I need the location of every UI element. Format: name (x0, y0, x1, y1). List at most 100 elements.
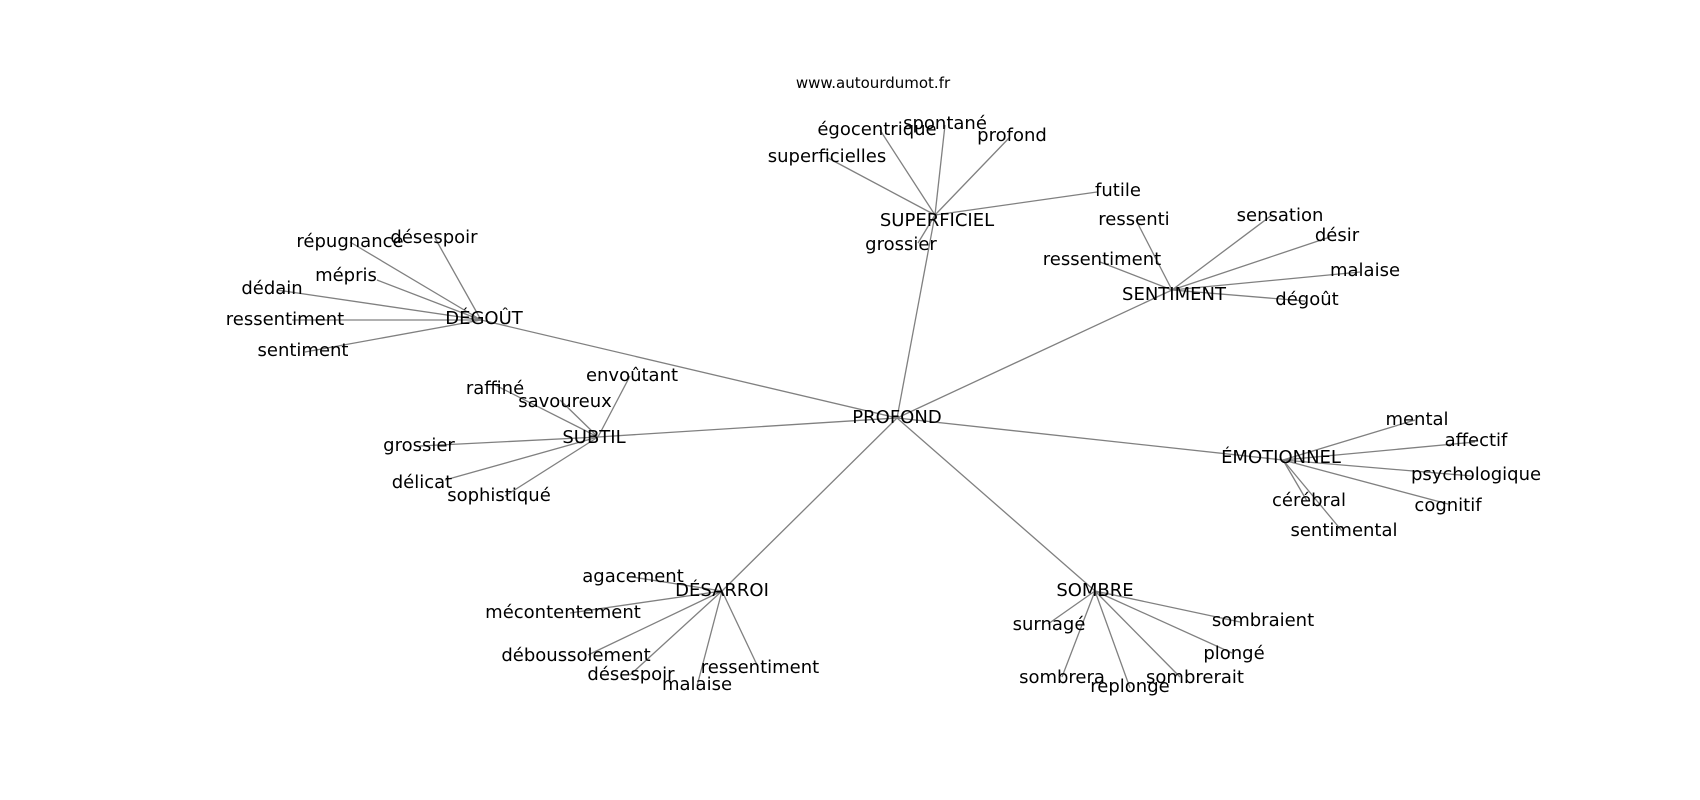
edge-emotionnel-5 (1282, 459, 1343, 532)
edge-subtil-3 (419, 436, 599, 447)
word-label-degout-0: répugnance (296, 231, 403, 252)
edge-emotionnel-3 (1282, 459, 1449, 505)
hub-label-desarroi: DÉSARROI (675, 579, 769, 601)
hub-label-degout: DÉGOÛT (445, 307, 524, 329)
word-label-emotionnel-4: cérébral (1272, 490, 1346, 511)
word-label-degout-4: ressentiment (226, 309, 344, 330)
edge-sombre-0 (1047, 590, 1096, 625)
word-label-desarroi-0: agacement (582, 566, 684, 587)
edge-desarroi-5 (721, 590, 759, 668)
word-label-sombre-1: sombraient (1212, 610, 1314, 631)
word-label-emotionnel-1: affectif (1445, 430, 1508, 451)
edge-root-subtil (597, 417, 898, 438)
word-label-desarroi-5: ressentiment (701, 657, 819, 678)
graph-edges (276, 124, 1476, 689)
word-label-desarroi-4: malaise (662, 674, 732, 695)
edge-sentiment-3 (1099, 261, 1173, 291)
word-label-emotionnel-2: psychologique (1411, 464, 1541, 485)
edge-sentiment-5 (1171, 289, 1306, 302)
edge-desarroi-0 (631, 576, 723, 592)
word-label-sombre-4: replonge (1090, 676, 1169, 697)
word-label-subtil-5: sophistiqué (447, 485, 551, 506)
word-label-sombre-2: plongé (1203, 643, 1264, 664)
word-label-superficiel-5: grossier (865, 234, 937, 255)
edge-root-sentiment (896, 289, 1173, 419)
word-label-superficiel-4: futile (1095, 180, 1141, 201)
word-label-subtil-1: raffiné (466, 378, 524, 399)
word-label-sentiment-3: ressentiment (1043, 249, 1161, 270)
edge-emotionnel-1 (1282, 441, 1476, 461)
word-label-desarroi-3: désespoir (587, 664, 675, 685)
word-label-sombre-3: sombrera (1019, 667, 1105, 688)
root-node-label: PROFOND (852, 407, 941, 428)
edge-sentiment-1 (1171, 214, 1273, 291)
word-label-superficiel-2: profond (977, 125, 1047, 146)
word-label-sentiment-1: sensation (1237, 205, 1324, 226)
word-label-sentiment-4: malaise (1330, 260, 1400, 281)
word-label-degout-3: dédain (241, 278, 302, 299)
word-label-subtil-0: envoûtant (586, 365, 678, 386)
word-label-subtil-4: délicat (392, 472, 453, 493)
edge-sombre-1 (1094, 590, 1241, 623)
word-label-subtil-2: savoureux (518, 391, 612, 412)
word-label-emotionnel-0: mental (1385, 409, 1448, 430)
edge-desarroi-4 (696, 590, 723, 687)
hub-label-sentiment: SENTIMENT (1122, 284, 1227, 305)
word-label-desarroi-1: mécontentement (485, 602, 641, 623)
hub-label-sombre: SOMBRE (1056, 580, 1133, 601)
edge-root-sombre (896, 417, 1096, 592)
edge-sentiment-4 (1171, 271, 1361, 291)
edge-root-desarroi (721, 417, 898, 592)
edge-degout-3 (276, 289, 482, 321)
edge-subtil-0 (597, 375, 631, 438)
word-label-sentiment-2: désir (1315, 225, 1360, 246)
edge-superficiel-4 (934, 191, 1098, 216)
edge-degout-0 (349, 241, 482, 321)
graph-labels: PROFOND SUPERFICIEL égocentriquespontanépr… (226, 113, 1541, 697)
word-label-sentiment-0: ressenti (1098, 209, 1169, 230)
source-watermark: www.autourdumot.fr (796, 74, 951, 92)
edge-emotionnel-0 (1282, 419, 1416, 461)
edge-emotionnel-2 (1282, 459, 1473, 477)
word-label-emotionnel-3: cognitif (1414, 495, 1482, 516)
edge-subtil-4 (444, 436, 599, 481)
edge-root-superficiel (896, 214, 936, 419)
edge-degout-2 (376, 279, 482, 321)
edge-root-emotionnel (896, 417, 1284, 461)
edge-superficiel-0 (879, 129, 936, 216)
edge-desarroi-1 (569, 590, 723, 614)
word-label-sentiment-5: dégoût (1275, 289, 1338, 310)
word-label-superficiel-0: égocentrique (817, 119, 936, 140)
edge-sombre-3 (1061, 590, 1096, 678)
word-label-superficiel-1: spontané (903, 113, 987, 134)
edge-emotionnel-4 (1282, 459, 1308, 502)
edge-superficiel-2 (934, 136, 1011, 216)
word-label-desarroi-2: déboussolement (501, 645, 650, 666)
word-label-emotionnel-5: sentimental (1290, 520, 1397, 541)
edge-subtil-5 (504, 436, 599, 497)
word-label-degout-2: mépris (315, 265, 377, 286)
edge-sentiment-0 (1135, 219, 1173, 291)
edge-root-degout (480, 319, 898, 419)
word-label-degout-5: sentiment (258, 340, 349, 361)
word-label-sombre-5: sombrerait (1146, 667, 1244, 688)
edge-desarroi-2 (587, 590, 723, 656)
edge-subtil-1 (494, 384, 599, 438)
edge-sombre-4 (1094, 590, 1131, 689)
edge-sombre-2 (1094, 590, 1233, 654)
edge-sombre-5 (1094, 590, 1181, 678)
word-label-sombre-0: surnagé (1013, 614, 1086, 635)
edge-subtil-2 (559, 399, 599, 438)
word-label-degout-1: désespoir (390, 227, 478, 248)
hub-label-superficiel: SUPERFICIEL (880, 210, 994, 231)
edge-superficiel-3 (827, 157, 936, 216)
word-label-superficiel-3: superficielles (768, 146, 886, 167)
word-label-subtil-3: grossier (383, 435, 455, 456)
edge-degout-1 (434, 237, 482, 321)
edge-degout-5 (304, 319, 482, 353)
edge-sentiment-2 (1171, 236, 1331, 291)
hub-label-subtil: SUBTIL (562, 427, 625, 448)
edge-superficiel-1 (934, 124, 946, 216)
edge-superficiel-5 (917, 214, 936, 244)
